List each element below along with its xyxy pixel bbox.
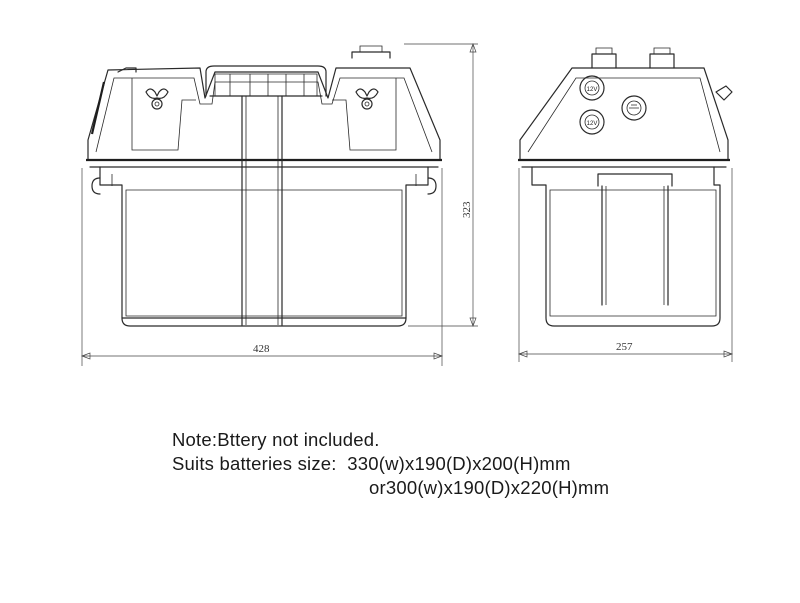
socket-lower-icon: 12V [579,109,605,135]
wing-nut-left-icon [145,88,169,110]
front-width-label: 428 [253,343,270,355]
front-width-dimension: 428 [81,168,443,366]
height-dimension: 323 [404,43,478,327]
wing-nut-right-icon [355,88,379,110]
front-view [86,45,442,327]
side-depth-dimension: 257 [518,168,733,362]
side-depth-label: 257 [616,341,633,353]
note-line-2: Suits batteries size: 330(w)x190(D)x200(… [172,453,571,474]
height-label: 323 [461,201,473,218]
socket-upper-icon: 12V [579,75,605,101]
side-view: 12V 12V [518,47,733,327]
notes-block: Note:Bttery not included. Suits batterie… [172,428,609,500]
note-line-3: or300(w)x190(D)x220(H)mm [369,477,610,498]
socket-lower-label: 12V [587,121,598,127]
note-line-1: Note:Bttery not included. [172,429,380,450]
usb-socket-icon [621,95,647,121]
socket-upper-label: 12V [587,87,598,93]
